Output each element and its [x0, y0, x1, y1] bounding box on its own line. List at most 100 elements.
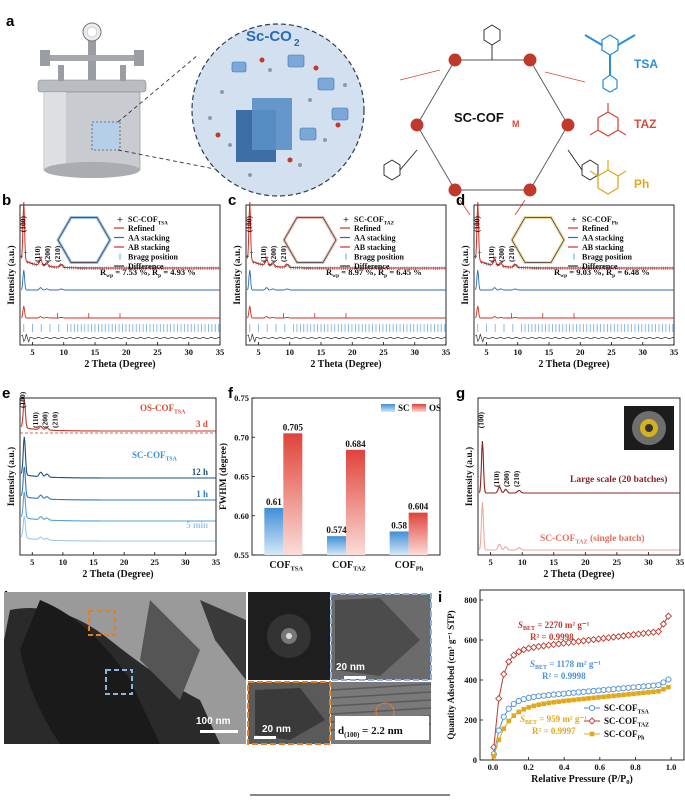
- rwp-r: R: [326, 267, 333, 277]
- observed-point: +: [109, 266, 113, 272]
- observed-point: +: [131, 266, 135, 272]
- observed-point: +: [28, 261, 32, 267]
- isotherm-point: [664, 612, 673, 620]
- isotherm-point: [525, 694, 532, 701]
- y-tick-label: 200: [464, 715, 477, 725]
- linker-ph: Ph: [589, 160, 649, 195]
- isotherm-point: [515, 648, 523, 656]
- observed-point: +: [510, 265, 514, 271]
- observed-point: +: [313, 266, 317, 272]
- tem-images: 100 nm 20 nm 20 nm d(100) = 2.2 nm: [4, 592, 432, 745]
- isotherm-point: [601, 694, 606, 700]
- x-tick-label: 10: [518, 557, 527, 567]
- observed-point: +: [104, 266, 108, 272]
- x-tick-label: 0.2: [523, 762, 534, 772]
- isotherm-point: [591, 695, 596, 701]
- legend-item: SC-COFTAZ: [604, 716, 649, 729]
- d-spacing-value: = 2.2 nm: [359, 725, 403, 737]
- observed-point: +: [50, 265, 54, 271]
- observed-point: +: [539, 266, 543, 272]
- observed-point: +: [565, 266, 569, 272]
- observed-point: +: [563, 266, 567, 272]
- observed-point: +: [89, 266, 93, 272]
- isotherm-point: [491, 754, 497, 759]
- rwp-r: R: [554, 267, 561, 277]
- observed-point: +: [148, 266, 152, 272]
- legend-sample: SC-COFTSA: [128, 215, 168, 227]
- legend-item-main: SC-COF: [604, 729, 638, 739]
- observed-point: +: [63, 265, 67, 271]
- peak-label-100: (100): [477, 412, 486, 429]
- observed-point: +: [363, 266, 367, 272]
- observed-point: +: [554, 266, 558, 272]
- isotherm-point: [516, 709, 522, 715]
- large-scale-label: Large scale (20 batches): [570, 474, 667, 485]
- observed-point: +: [407, 266, 411, 272]
- observed-point: +: [628, 266, 632, 272]
- bet-value: = 959 m² g⁻¹: [537, 714, 587, 724]
- peak-label: (210): [512, 470, 521, 487]
- observed-point: +: [598, 266, 602, 272]
- observed-point: +: [339, 266, 343, 272]
- observed-point: +: [558, 266, 562, 272]
- observed-point: +: [376, 266, 380, 272]
- observed-point: +: [550, 266, 554, 272]
- observed-point: +: [433, 266, 437, 272]
- x-axis-label: 2 Theta (Degree): [543, 569, 614, 580]
- os-label: OS-COFTSA: [140, 403, 186, 416]
- x-tick-label: 15: [89, 557, 98, 567]
- bar-os: [408, 512, 428, 555]
- x-tick-label: 30: [185, 347, 194, 357]
- xrd-curve: [478, 440, 680, 494]
- d-spacing-sub: (100): [344, 731, 360, 739]
- isotherm-point: [625, 684, 632, 691]
- aa-stacking-curve: [246, 269, 446, 291]
- x-tick-label: 1.0: [666, 762, 677, 772]
- rwp-sub: wp: [332, 273, 339, 279]
- xrd-curve: [20, 491, 216, 522]
- observed-point: +: [480, 260, 484, 266]
- bar-label-sc: 0.61: [266, 497, 282, 507]
- observed-point: +: [304, 266, 308, 272]
- observed-point: +: [482, 261, 486, 267]
- isotherm-point: [655, 682, 662, 689]
- observed-point: +: [278, 265, 282, 271]
- plot-frame: [245, 204, 447, 346]
- isotherm-point: [541, 701, 546, 707]
- observed-point: +: [328, 266, 332, 272]
- legend-marker-observed: +: [117, 215, 124, 224]
- observed-point: +: [631, 266, 635, 272]
- observed-point: +: [357, 266, 361, 272]
- x-tick-label: 25: [379, 347, 388, 357]
- bar-label-os: 0.684: [345, 439, 366, 449]
- observed-point: +: [635, 266, 639, 272]
- os-time: 3 d: [196, 419, 208, 429]
- x-tick-label: 0.8: [630, 762, 641, 772]
- isotherm-point: [631, 691, 636, 697]
- observed-point: +: [615, 266, 619, 272]
- observed-point: +: [572, 266, 576, 272]
- observed-point: +: [438, 266, 442, 272]
- observed-point: +: [602, 266, 606, 272]
- isotherm-point: [581, 696, 586, 702]
- observed-point: +: [115, 266, 119, 272]
- legend-marker-observed: +: [343, 215, 350, 224]
- x-tick-label: 30: [411, 347, 420, 357]
- observed-point: +: [440, 266, 444, 272]
- isotherm-point: [506, 718, 512, 724]
- panel-label-f: f: [228, 385, 234, 402]
- single-batch-label-tail: (single batch): [588, 533, 645, 544]
- observed-point: +: [488, 262, 492, 268]
- observed-point: +: [359, 266, 363, 272]
- observed-point: +: [157, 266, 161, 272]
- x-tick-label: 25: [607, 347, 616, 357]
- peak-label: (200): [269, 245, 278, 262]
- r-values: Rwp = 8.97 %, Rp = 6.45 %: [326, 267, 422, 279]
- x-tick-label: 10: [286, 347, 295, 357]
- observed-point: +: [534, 266, 538, 272]
- observed-point: +: [67, 266, 71, 272]
- observed-point: +: [655, 266, 659, 272]
- x-tick-label: 15: [550, 557, 559, 567]
- y-tick-label: 0: [473, 755, 477, 765]
